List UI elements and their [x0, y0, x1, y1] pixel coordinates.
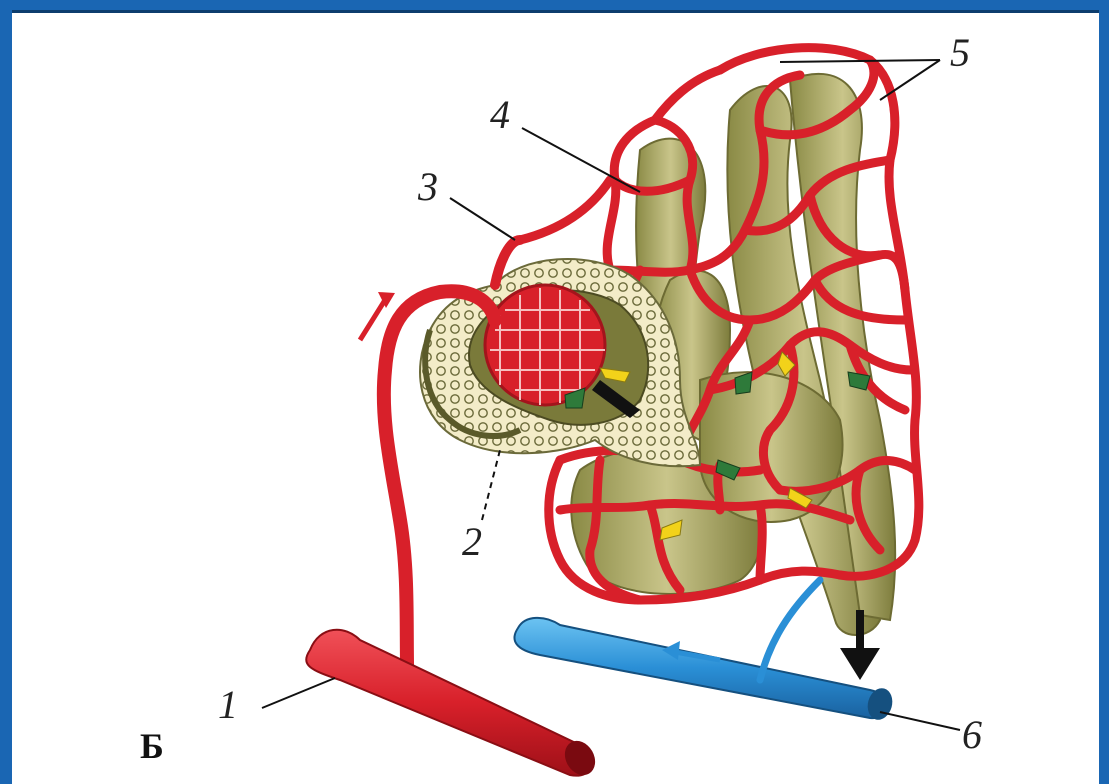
arterial-flow-arrow — [360, 300, 385, 340]
leader-3 — [450, 198, 515, 240]
urine-outflow-arrowhead — [840, 648, 880, 680]
leader-6 — [880, 712, 960, 730]
panel-letter: Б — [140, 726, 164, 766]
leader-2 — [482, 450, 500, 520]
label-1: 1 — [218, 682, 238, 727]
leader-1 — [262, 678, 335, 708]
label-4: 4 — [490, 92, 510, 137]
label-2: 2 — [462, 519, 482, 564]
label-6: 6 — [962, 712, 982, 757]
glomerulus — [485, 285, 605, 405]
label-3: 3 — [417, 164, 438, 209]
label-5: 5 — [950, 30, 970, 75]
leader-5a — [780, 60, 940, 62]
